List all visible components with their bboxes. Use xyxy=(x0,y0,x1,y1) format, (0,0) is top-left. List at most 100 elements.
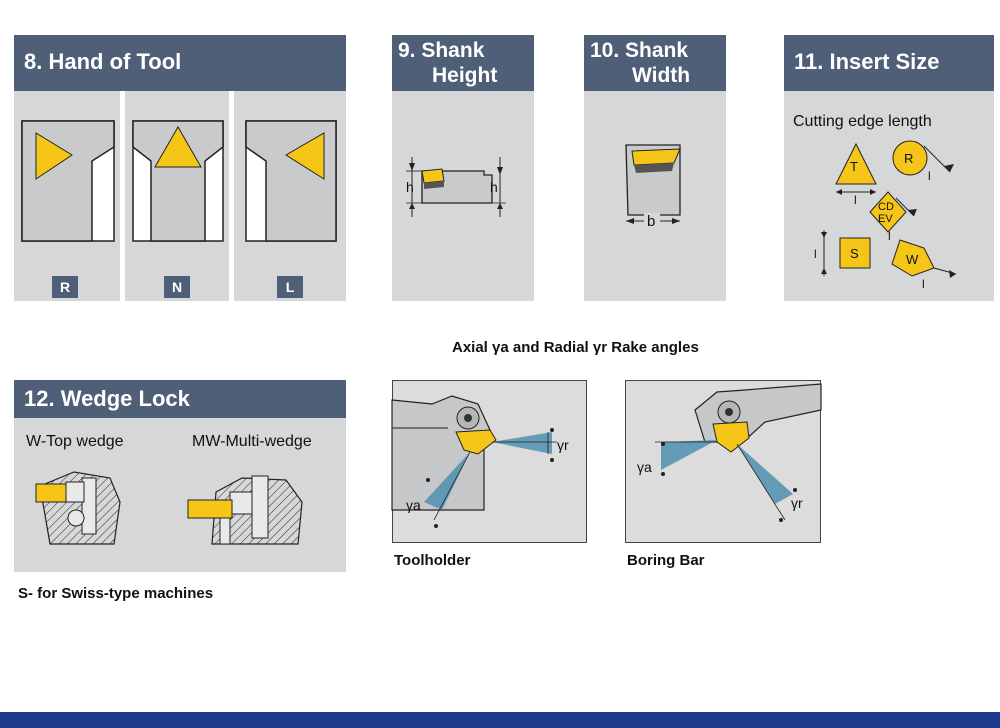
toolholder-gamma-a: γa xyxy=(406,497,421,513)
insert-t-dim-label: l xyxy=(854,193,857,207)
shank-width-insert xyxy=(631,148,681,166)
boring-bar-screw-hole xyxy=(725,408,733,416)
h-arrow-left-top xyxy=(409,163,415,171)
shank-height-insert xyxy=(421,168,445,184)
shank-width-title-2: Width xyxy=(632,64,691,87)
b-label-bg xyxy=(644,213,660,229)
insert-w-arrow xyxy=(949,270,956,278)
shank-width-diagram: b xyxy=(625,144,681,230)
insert-t xyxy=(835,142,877,185)
b-label: b xyxy=(647,213,655,230)
hand-divider-2 xyxy=(229,91,234,301)
insert-cdev-arrow xyxy=(908,209,917,216)
h-arrow-right-top xyxy=(497,167,503,175)
footer-bar xyxy=(0,712,1000,728)
insert-s-label: S xyxy=(850,246,859,261)
toolholder-diagram: γr γa xyxy=(391,395,569,528)
wedge-mw-label: MW-Multi-wedge xyxy=(192,433,312,450)
insert-r xyxy=(892,140,928,176)
tool-r-diagram xyxy=(21,120,115,242)
boring-bar-blade-axial xyxy=(661,440,717,470)
toolholder-a-dot-top xyxy=(426,478,430,482)
tool-n-insert xyxy=(154,125,202,168)
shank-height-seat xyxy=(424,181,444,189)
shank-height-title-2: Height xyxy=(432,64,498,87)
wedge-mw-wedge xyxy=(229,491,253,515)
toolholder-screw-hole xyxy=(464,414,472,422)
insert-t-label: T xyxy=(850,159,858,174)
boring-bar-r-dot-bot xyxy=(779,518,783,522)
shank-width-seat xyxy=(634,163,674,173)
tool-l-diagram xyxy=(245,120,337,242)
shank-width-title-1: 10. Shank xyxy=(590,39,689,62)
tool-n-diagram xyxy=(132,120,224,242)
h-label-left: h xyxy=(406,179,414,195)
boring-bar-radial-line xyxy=(736,443,786,521)
wedge-mw-diagram xyxy=(187,475,303,545)
shank-height-title-1: 9. Shank xyxy=(398,39,485,62)
boring-bar-insert xyxy=(712,421,750,453)
hand-of-tool-header: 8. Hand of Tool xyxy=(14,35,346,91)
toolholder-r-dot-bot xyxy=(550,458,554,462)
boring-bar-blade-radial xyxy=(737,444,793,504)
insert-e-label: EV xyxy=(878,213,893,225)
insert-cdev-dim-label: l xyxy=(888,229,891,243)
wedge-w-diagram xyxy=(35,471,121,545)
hand-of-tool-title: 8. Hand of Tool xyxy=(24,49,182,74)
toolholder-blade-axial xyxy=(424,452,470,510)
toolholder-label: Toolholder xyxy=(394,552,471,569)
toolholder-blade-radial xyxy=(492,432,552,454)
tool-r-insert xyxy=(35,132,73,180)
boring-bar-a-dot-bot xyxy=(661,472,665,476)
shank-width-header: 10. Shank Width xyxy=(584,35,726,91)
hand-divider-1 xyxy=(120,91,125,301)
insert-s xyxy=(839,237,871,269)
insert-size-title: 11. Insert Size xyxy=(794,49,940,74)
badge-l: L xyxy=(277,276,303,298)
wedge-mw-pin xyxy=(219,517,231,545)
wedge-w-screw xyxy=(81,477,97,535)
boring-bar-gamma-a: γa xyxy=(637,459,652,475)
boring-bar-r-dot-top xyxy=(793,488,797,492)
shank-height-diagram: h h xyxy=(406,157,506,217)
insert-size-subtitle: Cutting edge length xyxy=(793,113,932,130)
h-label-right: h xyxy=(490,179,498,195)
toolholder-gamma-r: γr xyxy=(557,437,569,453)
toolholder-a-dot-bot xyxy=(434,524,438,528)
rake-title: Axial γa and Radial γr Rake angles xyxy=(452,339,699,356)
insert-cdev xyxy=(869,191,907,233)
insert-w-dim-label: l xyxy=(922,277,925,291)
insert-r-label: R xyxy=(904,151,913,166)
h-arrow-right-bot xyxy=(497,203,503,209)
wedge-lock-header: 12. Wedge Lock xyxy=(14,380,346,418)
tool-n-shank xyxy=(132,120,224,242)
boring-bar-gamma-r: γr xyxy=(791,495,803,511)
badge-r: R xyxy=(52,276,78,298)
b-arrow-right xyxy=(672,218,680,224)
insert-s-dim-label: l xyxy=(814,247,817,261)
boring-bar-body xyxy=(694,383,822,443)
insert-c-label: CD xyxy=(878,201,894,213)
tool-l-insert xyxy=(285,132,325,180)
insert-s-arrow-b xyxy=(821,268,827,274)
wedge-w-label: W-Top wedge xyxy=(26,433,124,450)
toolholder-axial-line xyxy=(433,451,471,521)
insert-w xyxy=(891,239,935,277)
insert-s-arrow-t xyxy=(821,232,827,238)
wedge-mw-screw xyxy=(251,475,269,539)
wedge-w-insert xyxy=(35,483,67,503)
boring-bar-diagram: γa γr xyxy=(637,383,822,522)
b-arrow-left xyxy=(626,218,634,224)
insert-r-dim-label: l xyxy=(928,169,931,183)
wedge-mw-insert xyxy=(187,499,233,519)
h-arrow-left-bot xyxy=(409,203,415,209)
insert-t-arrow-l xyxy=(836,189,842,195)
wedge-w-wedge xyxy=(65,481,85,503)
insert-shapes-diagram: T l R l CD EV l S l W l xyxy=(814,140,957,291)
insert-r-arrow xyxy=(944,164,954,172)
insert-w-label: W xyxy=(906,252,919,267)
swiss-note: S- for Swiss-type machines xyxy=(18,585,214,602)
badge-n: N xyxy=(164,276,190,298)
insert-t-arrow-r xyxy=(870,189,876,195)
toolholder-insert xyxy=(455,429,497,455)
